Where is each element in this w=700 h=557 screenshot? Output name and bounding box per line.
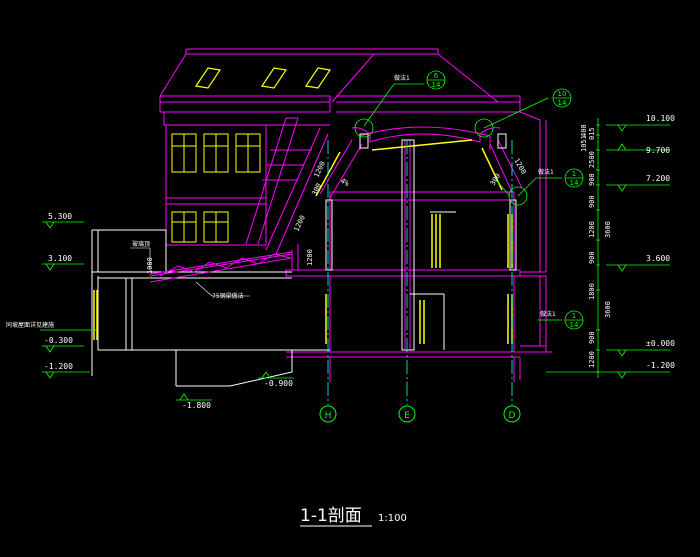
drawing-scale: 1:100 [378,513,407,524]
detail-bubble-2-num: 10 [558,90,567,98]
dim-v-13: 1200 [588,351,596,368]
note-left: 同坡屋面详见建施 [6,321,54,329]
elev-right-1: 10.100 [646,114,675,123]
low-wing [91,229,330,387]
elev-right-4: 3.600 [646,254,670,263]
drawing-title: 1-1剖面 [300,506,362,526]
dim-v-11: 3600 [604,301,612,318]
dim-misc-6: 1200 [306,249,314,266]
grid-label-e: E [404,411,410,421]
detail-bubble-1-num: 6 [434,72,439,80]
elev-left-3: -0.300 [44,336,73,345]
note-leader-bottom: 做法1 [540,310,556,318]
dim-v-2: 1051 [580,135,588,152]
dim-misc-5: 300 [311,182,324,197]
dormer-windows [194,67,332,89]
detail-bubble-3-sheet: 14 [570,179,579,187]
cut-walls [325,133,517,351]
dim-v-9: 900 [588,251,596,264]
detail-bubble-4-num: 1 [572,312,576,320]
grid-bubbles [319,405,521,423]
note-leader-top: 做法1 [394,74,410,82]
dim-v-4: 2500 [588,151,596,168]
note-leader-right: 做法1 [538,168,554,176]
elev-left-1: 5.300 [48,212,72,221]
center-section [285,120,552,382]
detail-leaders [354,70,584,330]
grid-label-h: H [325,411,332,421]
dim-v-1: 400 [580,124,588,137]
detail-bubble-3-num: 1 [572,170,576,178]
note-slope: 4% [339,177,351,189]
dim-misc-4: 1200 [293,214,307,233]
left-elevation-marks [40,221,294,401]
steel-truss [149,244,299,283]
note-glass-roof: 玻璃顶 [132,240,150,248]
sloped-glass-roof [245,117,329,255]
dim-misc-3: 1200 [313,160,327,179]
grid-lines [327,140,513,405]
elev-left-4: -1.200 [44,362,73,371]
dim-v-7: 1200 [588,221,596,238]
dim-v-10: 1800 [588,283,596,300]
right-elevation-marks [546,118,670,379]
upper-left-windows [171,133,261,243]
note-leaders [130,247,250,297]
dim-v-5: 900 [588,173,596,186]
elev-right-2: 9.700 [646,146,670,155]
dim-v-8: 3600 [604,221,612,238]
roof-structure [159,48,541,126]
detail-bubble-2-sheet: 14 [558,99,567,107]
detail-bubble-4-sheet: 14 [570,321,579,329]
elev-right-6: -1.200 [646,361,675,370]
grid-label-d: D [509,411,516,421]
low-wing-windows [93,290,98,340]
elev-bottom-1: -1.800 [182,401,211,410]
elev-right-5: ±0.000 [646,339,675,348]
elev-bottom-2: -0.900 [264,379,293,388]
dim-v-12: 900 [588,331,596,344]
elev-left-2: 3.100 [48,254,72,263]
dim-v-6: 900 [588,195,596,208]
elev-right-3: 7.200 [646,174,670,183]
dim-v-3: 015 [588,127,596,140]
vertical-dimension-ticks [596,124,600,373]
detail-bubble-1-sheet: 14 [432,81,441,89]
upper-left-block [165,124,267,246]
